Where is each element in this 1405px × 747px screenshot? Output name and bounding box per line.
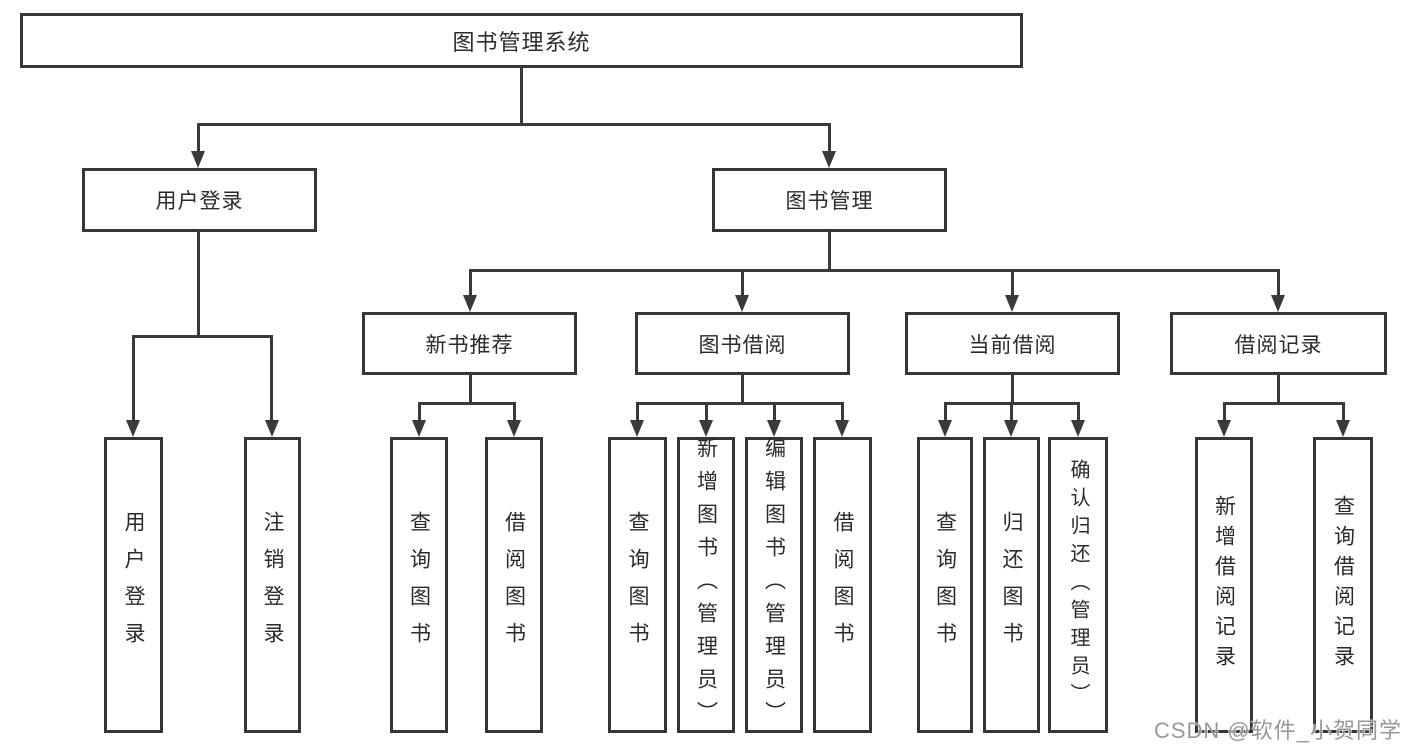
connector-vline <box>469 373 472 405</box>
arrowhead-icon <box>126 420 140 437</box>
arrowhead-icon <box>1271 295 1285 312</box>
watermark: CSDN @软件_小贺同学 <box>1153 718 1402 743</box>
node-borrow-record: 借阅记录 <box>1170 312 1387 375</box>
connector-vline <box>773 402 776 424</box>
connector-hline <box>1223 402 1345 405</box>
node-user-login-label: 用户登录 <box>155 190 244 213</box>
arrowhead-icon <box>1004 420 1018 437</box>
leaf-query-book-3: 查询图书 <box>917 437 973 733</box>
node-book-management-label: 图书管理 <box>785 190 874 213</box>
leaf-borrow-book-2: 借阅图书 <box>813 437 872 733</box>
connector-vline <box>1010 402 1013 424</box>
leaf-user-login-label: 用户登录 <box>122 511 145 659</box>
connector-vline <box>1011 373 1014 405</box>
arrowhead-icon <box>938 420 952 437</box>
node-current-borrow: 当前借阅 <box>905 312 1120 375</box>
arrowhead-icon <box>191 151 205 168</box>
connector-vline <box>418 402 421 424</box>
arrowhead-icon <box>1071 420 1085 437</box>
arrowhead-icon <box>767 420 781 437</box>
leaf-logout-label: 注销登录 <box>261 511 284 659</box>
connector-vline <box>1011 269 1014 299</box>
node-book-borrow-label: 图书借阅 <box>698 333 787 357</box>
leaf-add-book-admin: 新增图书（管理员） <box>677 436 735 734</box>
connector-vline <box>132 335 135 423</box>
leaf-return-book-label: 归还图书 <box>1000 511 1023 659</box>
connector-vline <box>469 269 472 299</box>
leaf-confirm-return-admin: 确认归还（管理员） <box>1048 437 1108 733</box>
connector-vline <box>741 269 744 299</box>
leaf-query-borrow-record-label: 查询借阅记录 <box>1331 495 1355 675</box>
leaf-query-borrow-record: 查询借阅记录 <box>1313 437 1373 733</box>
connector-vline <box>705 402 708 424</box>
node-borrow-record-label: 借阅记录 <box>1234 333 1323 357</box>
leaf-borrow-book-1: 借阅图书 <box>485 437 543 733</box>
connector-vline <box>1223 402 1226 424</box>
connector-hline <box>636 402 844 405</box>
node-new-book-recommend-label: 新书推荐 <box>425 333 514 357</box>
leaf-add-book-admin-label: 新增图书（管理员） <box>694 436 718 734</box>
leaf-query-book-2: 查询图书 <box>608 437 667 733</box>
arrowhead-icon <box>1336 420 1350 437</box>
connector-vline <box>270 335 273 423</box>
connector-vline <box>197 123 200 155</box>
arrowhead-icon <box>1005 295 1019 312</box>
connector-hline <box>132 335 273 338</box>
leaf-borrow-book-2-label: 借阅图书 <box>831 511 854 659</box>
arrowhead-icon <box>835 420 849 437</box>
leaf-logout: 注销登录 <box>244 437 301 733</box>
node-book-borrow: 图书借阅 <box>635 312 850 375</box>
arrowhead-icon <box>507 420 521 437</box>
connector-vline <box>828 123 831 155</box>
connector-vline <box>1342 402 1345 424</box>
connector-vline <box>513 402 516 424</box>
leaf-query-book-2-label: 查询图书 <box>626 511 649 659</box>
arrowhead-icon <box>630 420 644 437</box>
leaf-borrow-book-1-label: 借阅图书 <box>502 511 526 659</box>
arrowhead-icon <box>699 420 713 437</box>
leaf-query-book-1-label: 查询图书 <box>407 511 431 659</box>
arrowhead-icon <box>735 295 749 312</box>
connector-vline <box>944 402 947 424</box>
leaf-edit-book-admin: 编辑图书（管理员） <box>745 436 803 734</box>
connector-vline <box>520 66 523 126</box>
leaf-query-book-3-label: 查询图书 <box>933 511 957 659</box>
node-new-book-recommend: 新书推荐 <box>362 312 577 375</box>
arrowhead-icon <box>822 151 836 168</box>
connector-vline <box>636 402 639 424</box>
leaf-edit-book-admin-label: 编辑图书（管理员） <box>762 436 786 734</box>
node-book-management: 图书管理 <box>712 168 947 232</box>
connector-vline <box>197 230 200 338</box>
connector-hline <box>197 123 831 126</box>
connector-hline <box>418 402 515 405</box>
connector-vline <box>1077 402 1080 424</box>
connector-vline <box>828 230 831 272</box>
node-user-login: 用户登录 <box>82 168 317 232</box>
leaf-confirm-return-admin-label: 确认归还（管理员） <box>1067 459 1089 711</box>
node-current-borrow-label: 当前借阅 <box>968 333 1057 357</box>
connector-vline <box>741 373 744 405</box>
node-root: 图书管理系统 <box>20 13 1023 68</box>
arrowhead-icon <box>265 420 279 437</box>
leaf-return-book: 归还图书 <box>983 437 1040 733</box>
leaf-add-borrow-record: 新增借阅记录 <box>1195 437 1253 733</box>
arrowhead-icon <box>412 420 426 437</box>
leaf-user-login: 用户登录 <box>104 437 163 733</box>
leaf-add-borrow-record-label: 新增借阅记录 <box>1212 495 1236 675</box>
arrowhead-icon <box>463 295 477 312</box>
connector-vline <box>1277 269 1280 299</box>
connector-hline <box>469 269 1280 272</box>
leaf-query-book-1: 查询图书 <box>390 437 448 733</box>
arrowhead-icon <box>1217 420 1231 437</box>
connector-vline <box>841 402 844 424</box>
node-root-label: 图书管理系统 <box>452 29 591 55</box>
connector-vline <box>1277 373 1280 405</box>
